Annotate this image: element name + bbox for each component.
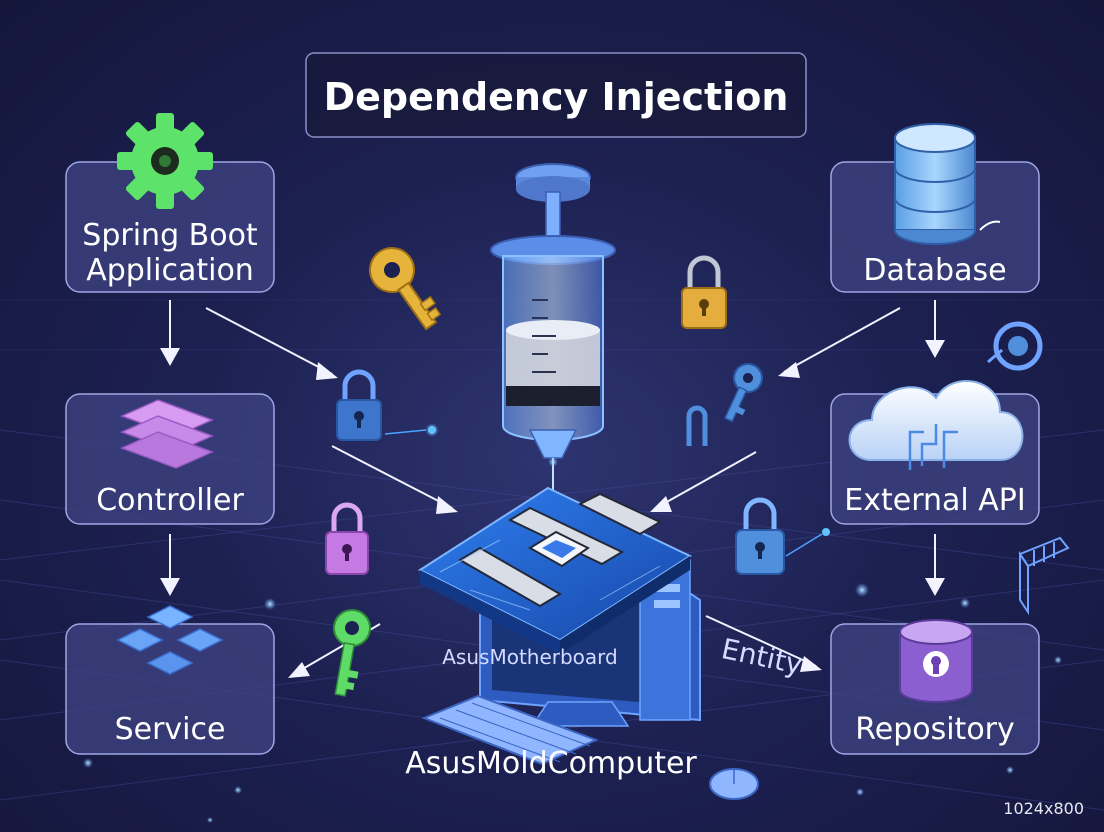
- entity-label: Entity: [719, 632, 806, 681]
- watermark: 1024x800: [1003, 799, 1084, 818]
- spring-boot-label-1: Spring Boot: [82, 218, 258, 253]
- lock-connector: [384, 429, 427, 435]
- gear-icon: [117, 113, 213, 209]
- connector-dot: [822, 528, 830, 536]
- database-icon: [894, 123, 1001, 245]
- arrow-springboot-to-lock: [205, 307, 338, 380]
- cloud-icon: [848, 380, 1024, 470]
- computer-label: AsusMoldComputer: [405, 746, 697, 781]
- lock-icon: [336, 369, 382, 441]
- arrow-springboot-to-controller: [160, 300, 180, 366]
- lock-icon: [325, 502, 369, 575]
- arrow-external-api-to-repository: [925, 534, 945, 596]
- arrow-database-to-external-api: [925, 300, 945, 358]
- bucket-icon: [899, 619, 973, 703]
- keyboard-icon: [421, 694, 599, 766]
- lock-connector: [785, 533, 823, 557]
- database-label: Database: [863, 253, 1006, 288]
- page-title: Dependency Injection: [324, 75, 789, 119]
- connector-dot: [428, 426, 436, 434]
- target-icon: [987, 321, 1043, 371]
- node-spring-boot: Spring Boot Application: [65, 161, 275, 293]
- modules-icon: [116, 605, 224, 675]
- repository-label: Repository: [855, 712, 1015, 747]
- syringe-icon: [490, 163, 616, 500]
- motherboard-icon: [417, 486, 693, 654]
- arrow-externalapi-to-center: [650, 451, 757, 512]
- arrow-center-to-repository: [705, 615, 822, 672]
- service-label: Service: [115, 712, 226, 747]
- key-icon: [723, 363, 763, 423]
- node-service: Service: [65, 623, 275, 755]
- external-api-label: External API: [844, 483, 1025, 518]
- arrow-controller-to-center: [331, 445, 458, 514]
- key-icon: [333, 609, 371, 697]
- spring-boot-label-2: Application: [86, 253, 254, 288]
- mouse-icon: [709, 768, 759, 800]
- sparkles: [83, 423, 1062, 823]
- lock-icon: [686, 405, 708, 446]
- arrow-database-to-center: [778, 307, 901, 378]
- controller-label: Controller: [96, 483, 244, 518]
- lock-icon: [735, 497, 785, 575]
- motherboard-label: AsusMotherboard: [442, 645, 618, 669]
- key-icon: [369, 247, 442, 331]
- title-box: Dependency Injection: [305, 52, 807, 138]
- arrow-controller-to-service: [160, 534, 180, 596]
- layers-icon: [120, 399, 214, 469]
- lock-icon: [681, 255, 727, 329]
- server-rack-icon: [1018, 536, 1070, 616]
